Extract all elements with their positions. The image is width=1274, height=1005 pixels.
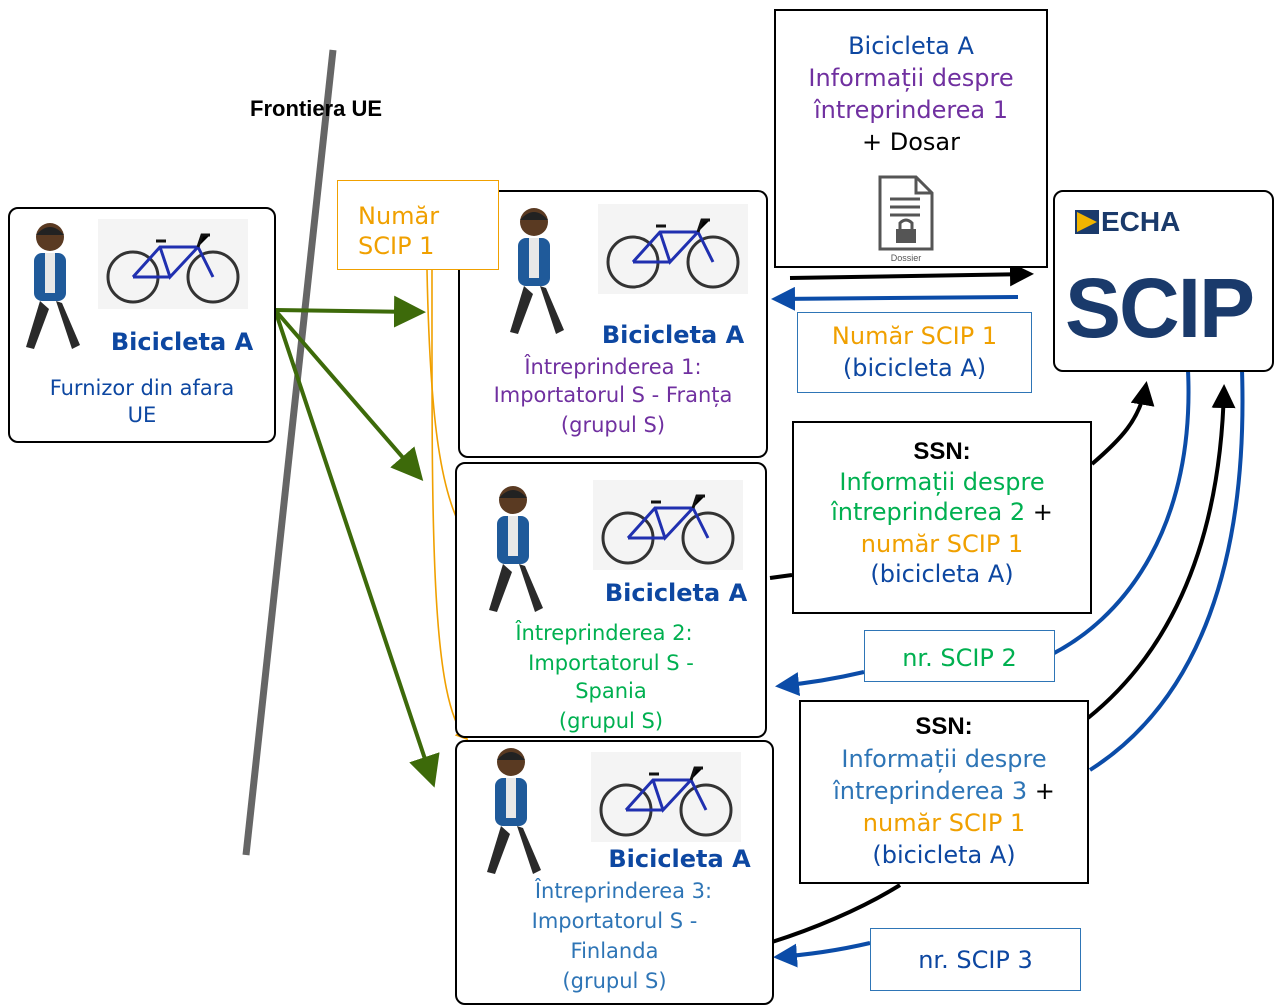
person-icon [487,748,541,874]
importer-3-line-1: Întreprinderea 3: [534,879,713,903]
ssn-3-line-3: număr SCIP 1 [862,809,1026,837]
ssn-2-plus: + [1025,498,1053,526]
ssn-3-line-4: (bicicleta A) [872,841,1016,869]
scip-note-line-1: Număr [358,202,440,230]
reply-arrow-3 [1088,369,1245,772]
ssn-3-line-2: întreprinderea 3 + [801,776,1087,806]
supplier-box: Bicicleta A Furnizor din afara UE [8,207,276,443]
scip-note-line-2: SCIP 1 [358,232,435,260]
importer-2-line-1: Întreprinderea 2: [515,621,693,645]
reply-arrow-1 [771,286,1019,311]
echa-logo: ECHA [1075,206,1180,238]
importer-2-line-4: (grupul S) [558,709,664,733]
reply-3-text: nr. SCIP 3 [918,946,1033,974]
dossier-icon: Dossier [878,175,934,263]
ssn-3-enterprise: întreprinderea 3 [833,777,1028,805]
bicycle-icon [598,204,748,294]
ssn-arrow-2 [769,385,1146,580]
submission-line-3: întreprinderea 1 [813,96,1009,124]
ssn-2-box: SSN: Informații despre întreprinderea 2 … [792,421,1092,614]
importer-1-line-3: (grupul S) [560,413,666,437]
importer-3-line-4: (grupul S) [562,969,667,993]
submission-line-2: Informații despre [808,64,1014,92]
reply-arrow-2 [1039,369,1191,662]
ssn-2-line-1: Informații despre [839,468,1045,496]
reply-arrow-3b [773,941,871,968]
bicycle-icon [591,752,741,842]
echa-scip-box: ECHA SCIP [1053,190,1274,372]
person-icon [26,223,80,349]
ssn-3-line-1: Informații despre [841,745,1047,773]
ssn-3-title: SSN: [915,713,973,740]
reply-2-text: nr. SCIP 2 [902,644,1017,672]
reply-arrow-2b [775,670,865,697]
svg-text:Dossier: Dossier [891,253,922,263]
eu-border-label: Frontiera UE [250,96,383,121]
ssn-2-title: SSN: [913,438,971,465]
importer-1-line-2: Importatorul S - Franța [493,383,733,407]
reply-1-line-1: Număr SCIP 1 [831,322,998,350]
submit-arrow [789,262,1034,287]
reply-1-box: Număr SCIP 1 (bicicleta A) [797,312,1032,393]
ssn-2-line-4: (bicicleta A) [870,560,1014,588]
ssn-2-line-3: număr SCIP 1 [860,530,1024,558]
importer-2-box: Bicicleta A Întreprinderea 2: Importator… [455,462,767,738]
eu-border-line [242,49,337,856]
supplier-line-1: Furnizor din afara [49,376,235,400]
ssn-arrow-3 [771,388,1224,944]
importer-1-line-1: Întreprinderea 1: [524,355,702,379]
supplier-line-2: UE [127,403,157,427]
importer-2-line-3: Spania [575,679,647,703]
supplier-product: Bicicleta A [110,328,254,356]
importer-3-box: Bicicleta A Întreprinderea 3: Importator… [455,740,774,1005]
person-icon [510,208,564,334]
ssn-3-box: SSN: Informații despre întreprinderea 3 … [799,700,1089,884]
scip-logo-text: SCIP [1065,261,1255,355]
bicycle-icon [593,480,743,570]
ssn-2-enterprise: întreprinderea 2 [831,498,1026,526]
importer-3-product: Bicicleta A [608,845,751,873]
importer-1-product: Bicicleta A [601,321,745,349]
submission-line-4: + Dosar [862,128,960,156]
person-icon [489,486,543,612]
scip-number-note: Număr SCIP 1 [337,180,499,270]
importer-2-line-2: Importatorul S - [528,651,694,675]
submission-box: Bicicleta A Informații despre întreprind… [774,9,1048,268]
reply-2-box: nr. SCIP 2 [864,630,1055,682]
importer-3-line-2: Importatorul S - [531,909,698,933]
supply-arrows [273,295,440,788]
importer-2-product: Bicicleta A [604,579,748,607]
ssn-3-plus: + [1027,777,1055,805]
echa-mark-icon [1075,210,1099,234]
importer-3-line-3: Finlanda [570,939,659,963]
echa-logo-text: ECHA [1101,206,1181,237]
bicycle-icon [98,219,248,309]
reply-1-line-2: (bicicleta A) [842,354,987,382]
importer-1-box: Bicicleta A Întreprinderea 1: Importator… [458,190,768,458]
reply-3-box: nr. SCIP 3 [870,928,1081,991]
submission-line-1: Bicicleta A [848,32,974,60]
ssn-2-line-2: întreprinderea 2 + [794,497,1090,527]
